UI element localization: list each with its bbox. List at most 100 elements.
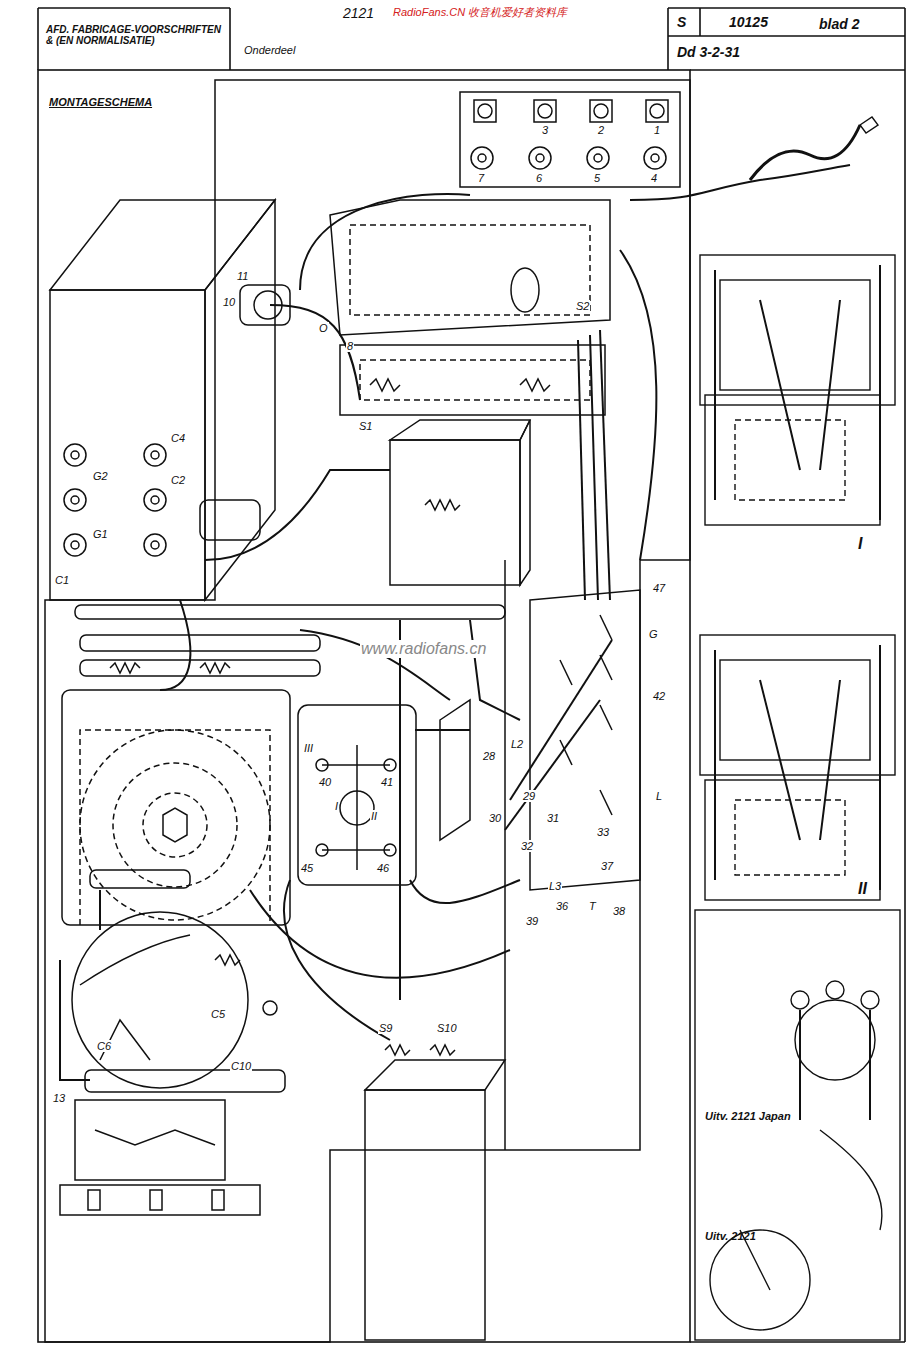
callout-number: 47 [652, 582, 666, 594]
choke-block [390, 440, 520, 585]
terminal-strip [600, 705, 612, 730]
loudspeaker [143, 793, 207, 857]
wiring [630, 165, 850, 200]
callout-number: C1 [54, 574, 70, 586]
node-text: S [677, 15, 686, 30]
power-box [71, 541, 79, 549]
tube-socket-panel [651, 154, 659, 162]
wiring [399, 620, 401, 1000]
transformer [360, 360, 590, 400]
node-text: Uitv. 2121 Japan [705, 1110, 791, 1122]
frame [38, 70, 690, 1342]
callout-number: 46 [376, 862, 390, 874]
callout-number: II [370, 810, 378, 822]
volume-control [60, 870, 285, 1215]
volume-control [150, 1190, 162, 1210]
tube-socket-panel [536, 154, 544, 162]
node-text: I [858, 535, 862, 553]
callout-number: 1 [653, 124, 661, 136]
loudspeaker [113, 763, 237, 887]
volume-control [75, 1100, 225, 1180]
transformer [330, 200, 610, 415]
transformer [340, 345, 605, 415]
resistor-strips [80, 660, 320, 676]
power-box [144, 534, 166, 556]
frame [38, 7, 230, 9]
wiring [284, 880, 390, 1040]
resistor-strips [75, 605, 505, 619]
detail-panels [861, 991, 879, 1009]
callout-number: 36 [555, 900, 569, 912]
node-text: II [858, 880, 867, 898]
detail-wiring [715, 265, 880, 1120]
tube-socket-panel [529, 147, 551, 169]
choke-block [390, 420, 530, 440]
detail-panels [826, 981, 844, 999]
power-box [151, 451, 159, 459]
wave-switch [340, 791, 374, 825]
choke-block [390, 420, 530, 585]
loudspeaker [163, 808, 187, 842]
callout-number: 45 [300, 862, 314, 874]
power-box [50, 290, 205, 600]
tube-socket-panel [594, 104, 608, 118]
tube-socket-panel [471, 147, 493, 169]
wave-switch [384, 759, 396, 771]
detail-wiring [715, 265, 880, 520]
power-box [151, 496, 159, 504]
detail-panel: II [698, 625, 898, 910]
wiring [250, 890, 510, 978]
condenser-block [385, 1045, 410, 1055]
loudspeaker [62, 690, 290, 925]
loudspeaker [80, 730, 270, 920]
resistor-strips [200, 663, 230, 673]
wiring [410, 880, 520, 903]
power-box [64, 534, 86, 556]
callout-number: 5 [593, 172, 601, 184]
transformer [511, 268, 539, 312]
callout-number: C2 [170, 474, 186, 486]
callout-number: 6 [535, 172, 543, 184]
terminal-strip [600, 655, 612, 680]
callout-number: 3 [541, 124, 549, 136]
frame [668, 35, 905, 37]
callout-number: L [655, 790, 663, 802]
wiring [620, 250, 656, 560]
wiring [578, 340, 585, 600]
frame [668, 7, 905, 9]
callout-number: C6 [96, 1040, 112, 1052]
frame [690, 69, 905, 71]
callout-number: 7 [477, 172, 485, 184]
callout-number: O [318, 322, 329, 334]
tube-socket-panel [460, 92, 680, 187]
wiring [600, 330, 610, 600]
volume-control [90, 870, 190, 888]
callout-number: 40 [318, 776, 332, 788]
detail-wiring [800, 1010, 870, 1120]
frame [37, 8, 39, 70]
wiring [60, 165, 850, 1080]
frame [667, 8, 669, 70]
tube-socket-panel [644, 147, 666, 169]
power-box [151, 541, 159, 549]
wave-switch [298, 705, 416, 885]
wiring [99, 890, 101, 930]
volume-control [72, 912, 248, 1088]
callout-number: S10 [436, 1022, 458, 1034]
detail-panels [700, 255, 895, 405]
tube-socket-panel [590, 100, 612, 122]
detail-wiring [715, 645, 880, 890]
resistor-strips [110, 663, 140, 673]
resistor-strips [75, 605, 505, 676]
condenser-block [365, 1090, 485, 1340]
volume-control [215, 955, 240, 965]
mains-lead [750, 117, 878, 180]
wiring [205, 470, 390, 560]
callout-number: L3 [548, 880, 562, 892]
callout-number: G2 [92, 470, 109, 482]
node-text: Dd 3-2-31 [677, 45, 740, 60]
callout-number: S1 [358, 420, 373, 432]
condenser-block [365, 1060, 505, 1090]
